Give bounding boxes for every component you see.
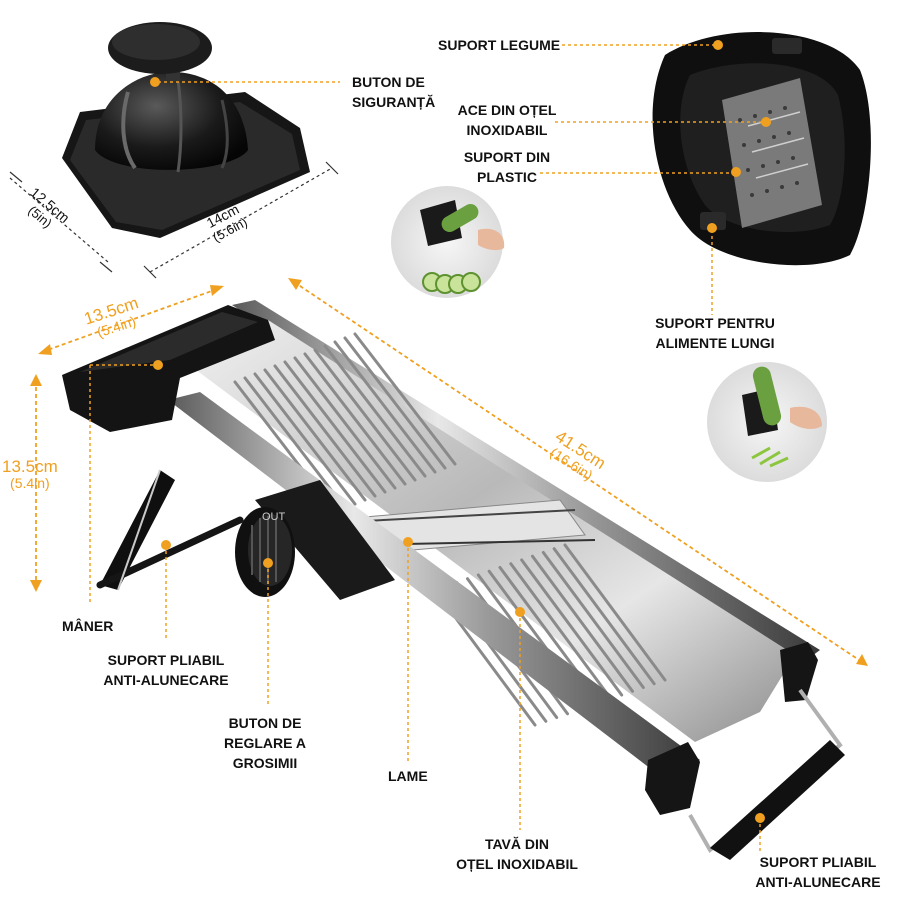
slicer-height-cm: 13.5cm [2,457,58,476]
tray-rib [323,344,427,478]
tray-rib [273,364,377,498]
tray-rib [541,551,645,689]
label-thickness-knob: BUTON DE REGLARE A GROSIMII [224,715,306,771]
tray-rib [333,340,437,474]
label-safety-button: BUTON DE SIGURANȚĂ [352,74,436,110]
tray-rib [353,332,457,466]
label-food-holder: SUPORT LEGUME [438,37,561,53]
dimension-arrows [35,281,863,663]
tray-rib [509,562,613,701]
tray-rib [243,376,347,510]
label-foldable-stand-right: SUPORT PLIABIL ANTI-ALUNECARE [755,854,881,890]
label-handle: MÂNER [62,618,114,634]
tray-rib [293,356,397,490]
label-long-food-holder: SUPORT PENTRU ALIMENTE LUNGI [655,315,775,351]
label-plastic-holder: SUPORT DIN PLASTIC [463,149,551,185]
leader-dots [153,360,765,823]
label-blades: LAME [388,768,428,784]
label-steel-tray: TAVĂ DIN OȚEL INOXIDABIL [456,836,578,872]
holder-dimension-lines [9,161,339,279]
dimension-arrowheads [30,278,868,666]
food-holder-image [62,22,310,238]
knob-out-label: OUT [262,511,286,523]
tray-rib [313,348,417,482]
plastic-holder-image [652,32,871,266]
tray-rib [253,372,357,506]
mandoline-body: OUT [62,300,845,860]
tray-rib [283,360,387,494]
tray-rib [303,352,407,486]
slicer-height-dimension: 13.5cm (5.4in) [2,458,58,492]
label-steel-pins: ACE DIN OȚEL INOXIDABIL [457,102,557,138]
leader-lines [89,44,765,852]
label-foldable-stand-left: SUPORT PLIABIL ANTI-ALUNECARE [103,652,229,688]
slicer-height-in: (5.4in) [10,475,50,491]
tray-rib [520,558,624,697]
usage-photo-cucumber [391,186,505,298]
tray-rib [552,547,656,686]
tray-rib [343,336,447,470]
tray-rib [263,368,367,502]
tray-rib [531,554,634,693]
tray-rib [563,543,667,682]
usage-photo-long-vegetable [707,362,827,482]
